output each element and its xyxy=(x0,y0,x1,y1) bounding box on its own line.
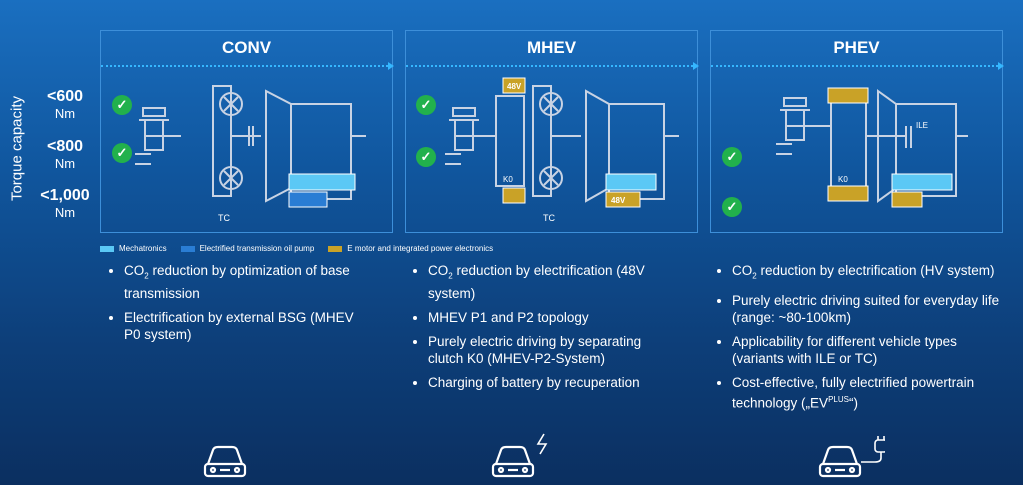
bullet-item: Applicability for different vehicle type… xyxy=(732,333,1010,367)
bullet-item: Cost-effective, fully electrified powert… xyxy=(732,374,1010,412)
legend-item: E motor and integrated power electronics xyxy=(328,244,493,253)
panel-conv: CONV ✓ ✓ TC xyxy=(100,30,394,233)
legend-swatch xyxy=(100,245,114,252)
car-icon xyxy=(203,445,247,478)
bullet-item: Electrification by external BSG (MHEV P0… xyxy=(124,309,366,343)
bullets-phev: CO2 reduction by electrification (HV sys… xyxy=(714,262,1010,418)
mechatronics-block xyxy=(288,173,356,191)
k0-label: K0 xyxy=(503,175,513,184)
tc-label: TC xyxy=(543,213,555,223)
check-icon: ✓ xyxy=(416,147,436,167)
legend-swatch xyxy=(180,245,195,252)
dotted-arrow xyxy=(406,62,699,70)
torque-value: <1,000 xyxy=(40,187,90,204)
emotor-block xyxy=(502,187,526,204)
torque-level-800: <800 Nm xyxy=(30,138,100,172)
car-lightning-icon xyxy=(491,433,548,478)
bullet-item: CO2 reduction by electrification (HV sys… xyxy=(732,262,1010,285)
bullet-item: Charging of battery by recuperation xyxy=(428,374,680,391)
panel-phev: PHEV ✓ ✓ K0 ILE xyxy=(710,30,1004,233)
oil-pump-block xyxy=(288,191,328,208)
ile-label: ILE xyxy=(916,121,928,130)
emotor-bottom-block xyxy=(827,185,869,202)
torque-value: <800 xyxy=(46,138,84,155)
conv-powertrain-diagram: TC xyxy=(135,85,366,223)
legend-item: Mechatronics xyxy=(100,244,167,253)
torque-unit: Nm xyxy=(54,106,76,121)
check-icon: ✓ xyxy=(416,95,436,115)
legend-item: Electrified transmission oil pump xyxy=(180,244,315,253)
legend: Mechatronics Electrified transmission oi… xyxy=(100,244,493,253)
check-icon: ✓ xyxy=(722,197,742,217)
bullet-item: Purely electric driving by separating cl… xyxy=(428,333,680,367)
bullet-item: CO2 reduction by electrification (48V sy… xyxy=(428,262,680,302)
mhev-powertrain-diagram: 48V K0 48V TC xyxy=(445,77,679,223)
torque-level-600: <600 Nm xyxy=(30,88,100,122)
legend-label: E motor and integrated power electronics xyxy=(347,244,494,253)
panel-title-conv: CONV xyxy=(221,38,272,57)
panel-title-mhev: MHEV xyxy=(526,38,577,57)
legend-label: Mechatronics xyxy=(119,244,167,253)
torque-unit: Nm xyxy=(54,205,76,220)
dotted-arrow xyxy=(711,62,1004,70)
bullets-mhev: CO2 reduction by electrification (48V sy… xyxy=(410,262,680,398)
motor-block xyxy=(891,191,923,208)
torque-unit: Nm xyxy=(54,156,76,171)
legend-swatch xyxy=(328,245,343,252)
torque-level-1000: <1,000 Nm xyxy=(30,187,100,221)
check-icon: ✓ xyxy=(112,143,132,163)
check-icon: ✓ xyxy=(112,95,132,115)
legend-label: Electrified transmission oil pump xyxy=(199,244,315,253)
battery-label: 48V xyxy=(507,82,522,91)
motor-48v-label: 48V xyxy=(611,196,626,205)
bullets-conv: CO2 reduction by optimization of base tr… xyxy=(106,262,366,350)
phev-powertrain-diagram: K0 ILE xyxy=(776,87,968,208)
bullet-item: MHEV P1 and P2 topology xyxy=(428,309,680,326)
check-icon: ✓ xyxy=(722,147,742,167)
emotor-top-block xyxy=(827,87,869,104)
dotted-arrow xyxy=(101,62,394,70)
torque-value: <600 xyxy=(46,88,84,105)
panel-title-phev: PHEV xyxy=(833,38,880,57)
mechatronics-block xyxy=(605,173,657,191)
y-axis-label: Torque capacity xyxy=(8,95,26,202)
car-plug-icon xyxy=(818,436,885,478)
mechatronics-block xyxy=(891,173,953,191)
tc-label: TC xyxy=(218,213,230,223)
bullet-item: CO2 reduction by optimization of base tr… xyxy=(124,262,366,302)
panel-mhev: MHEV ✓ ✓ 48V K0 48V TC xyxy=(405,30,699,233)
motor-48v-block xyxy=(605,191,641,208)
bullet-item: Purely electric driving suited for every… xyxy=(732,292,1010,326)
k0-label: K0 xyxy=(838,175,848,184)
battery-48v-block xyxy=(502,77,526,94)
